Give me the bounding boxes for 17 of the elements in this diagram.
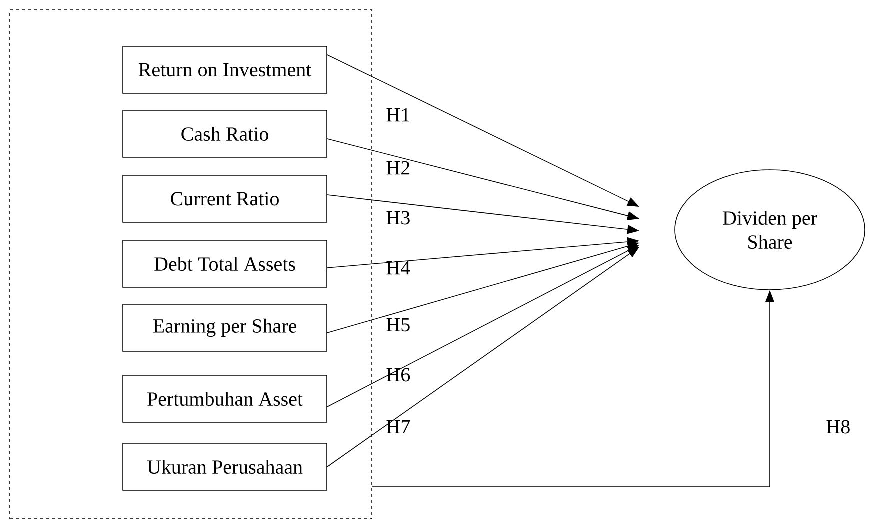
variable-box: Pertumbuhan Asset: [122, 375, 328, 423]
variable-box: Debt Total Assets: [122, 240, 328, 288]
edge-label: H1: [386, 108, 410, 122]
edge-label: H7: [386, 420, 410, 434]
edge-label: H3: [386, 211, 410, 225]
variable-box: Cash Ratio: [122, 110, 328, 158]
oval-node: Dividen per Share: [674, 170, 866, 290]
group-box: [10, 10, 372, 520]
edge-label: H2: [386, 161, 410, 175]
variable-box: Earning per Share: [122, 304, 328, 352]
edge-label: H4: [386, 261, 410, 275]
edge-label: H5: [386, 318, 410, 332]
edge-label: H8: [826, 420, 850, 434]
variable-box: Return on Investment: [122, 46, 328, 94]
variable-box: Current Ratio: [122, 175, 328, 223]
edge-label: H6: [386, 368, 410, 382]
variable-box: Ukuran Perusahaan: [122, 443, 328, 491]
